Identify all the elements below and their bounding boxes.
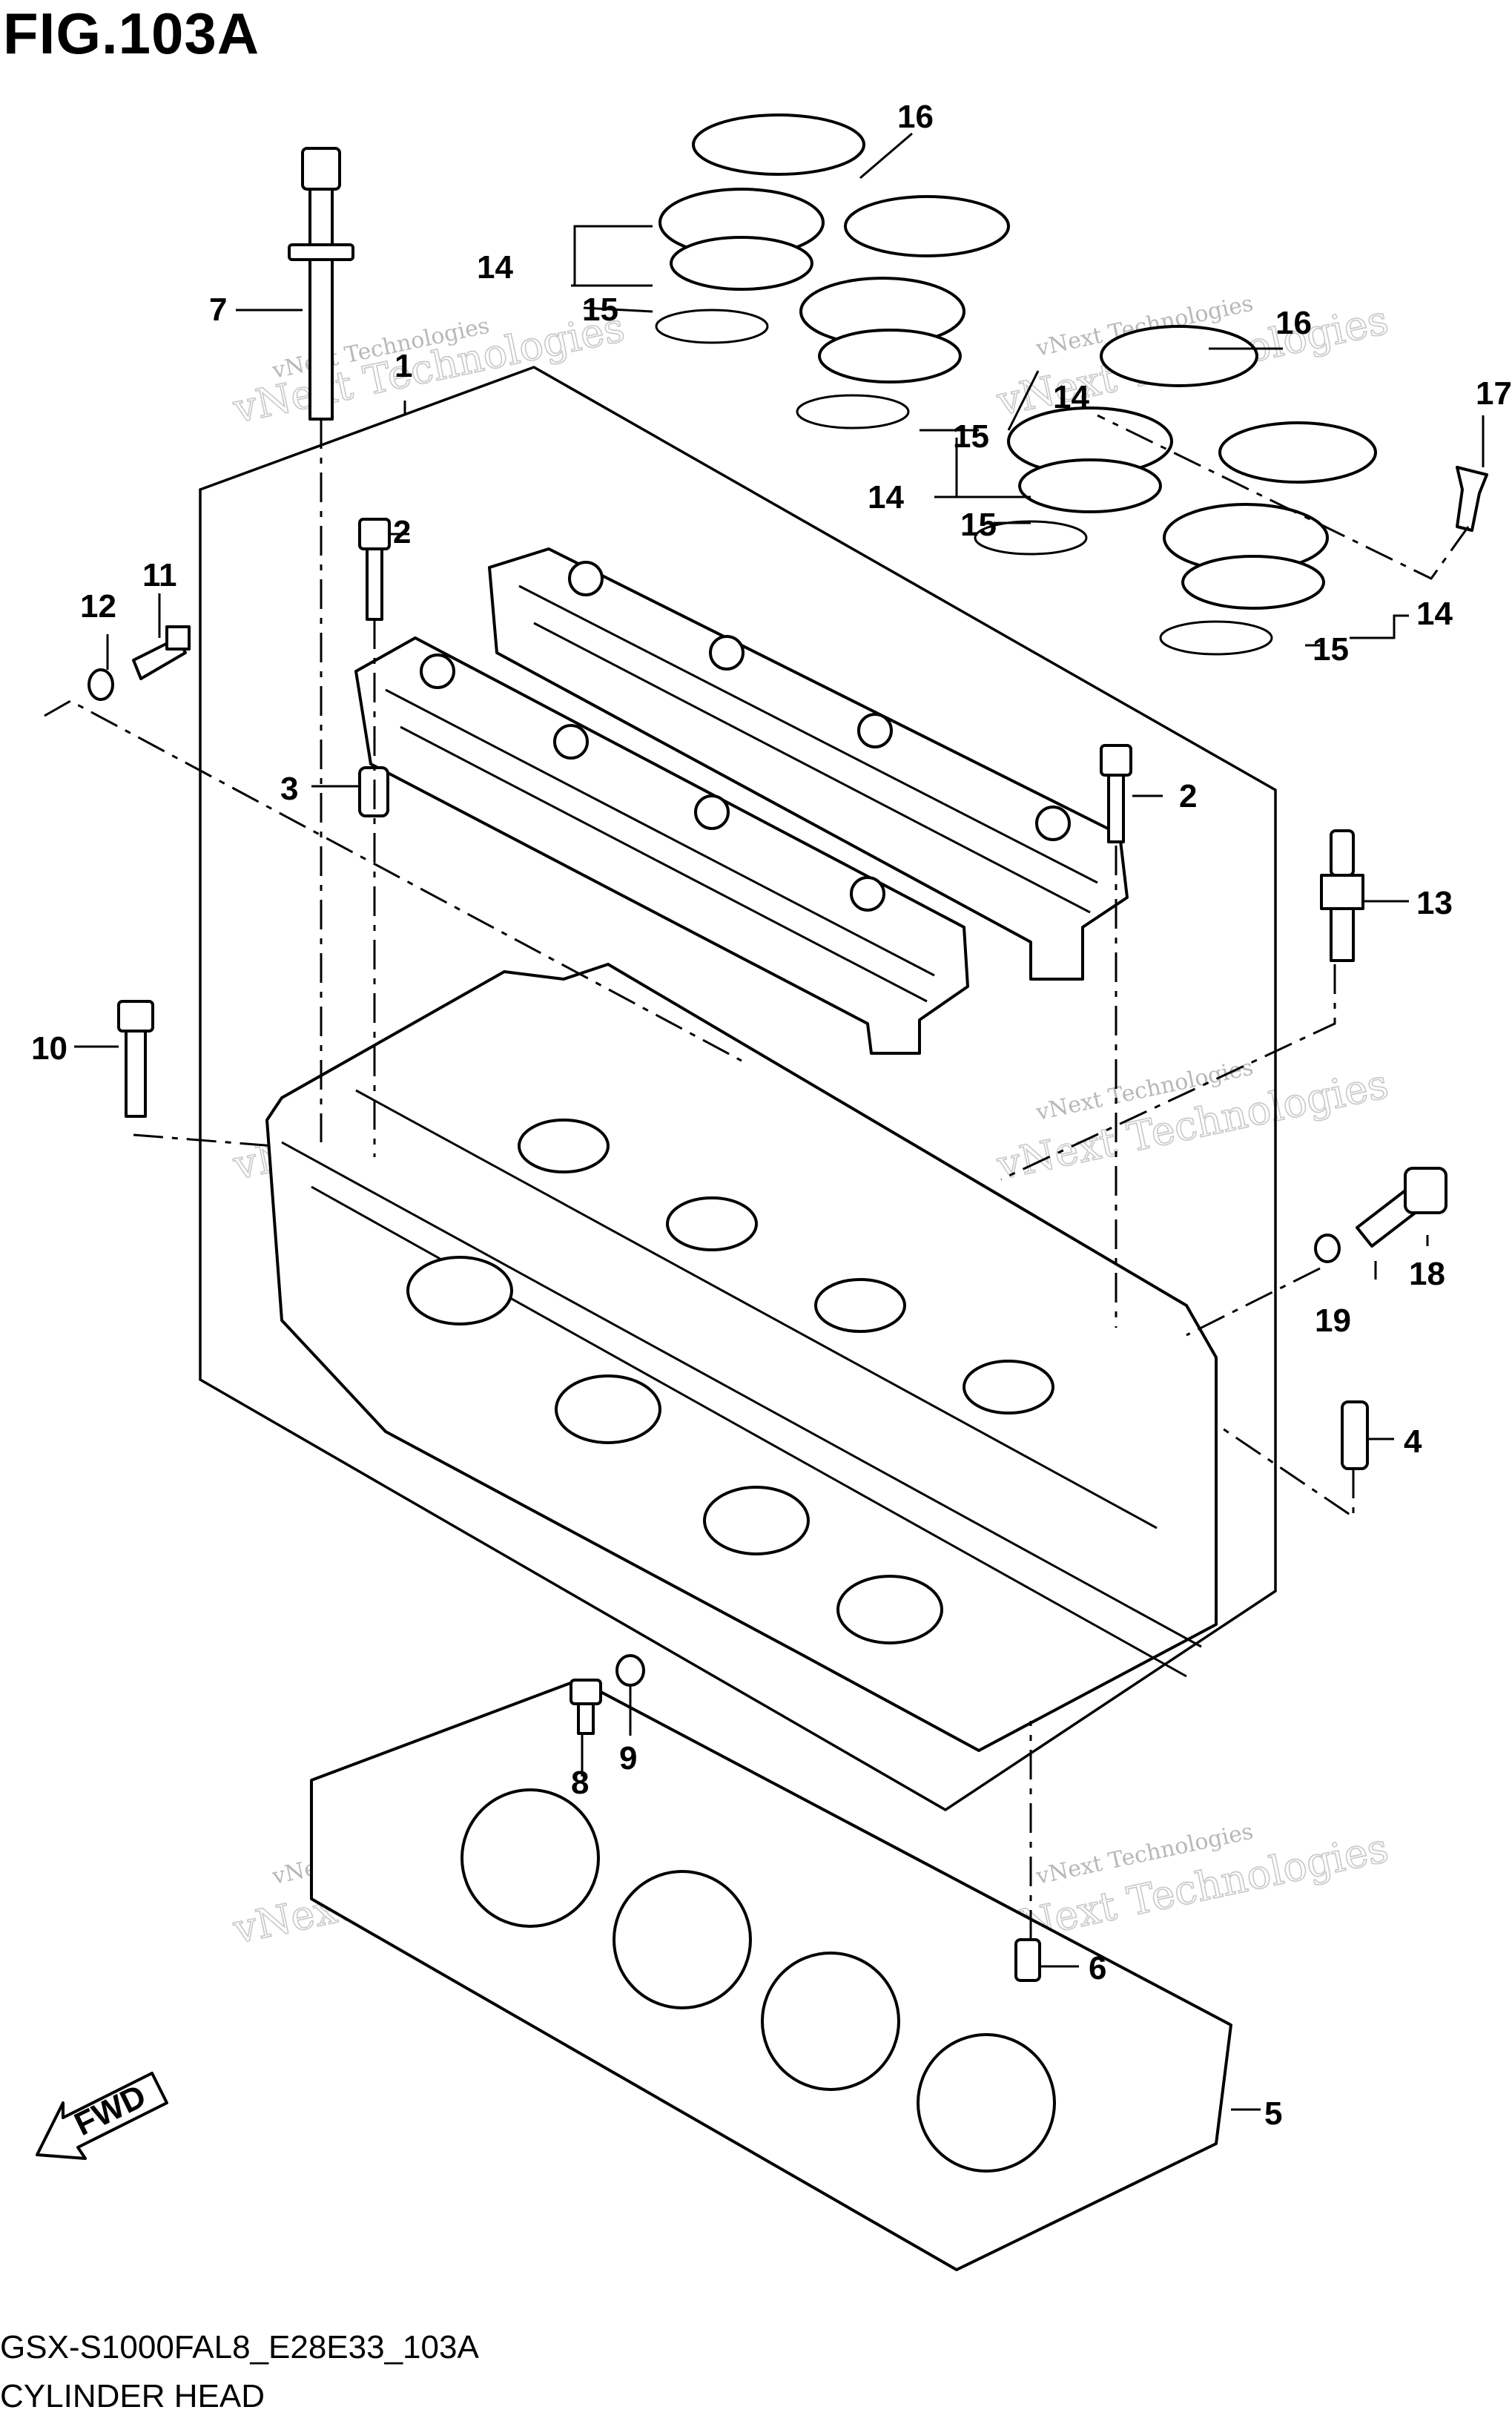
callout-4: 4 — [1404, 1423, 1422, 1460]
figure-title: FIG.103A — [3, 1, 260, 66]
diagram-name: CYLINDER HEAD — [0, 2378, 265, 2414]
callout-15b: 15 — [953, 418, 989, 455]
callout-1: 1 — [394, 348, 412, 384]
gasket-19 — [1314, 1234, 1341, 1263]
watermark-mid-right: vNext Technologies vNext Technologies — [992, 1055, 1393, 1190]
callout-15a: 15 — [582, 292, 618, 328]
callout-10: 10 — [31, 1030, 67, 1067]
callout-labels: 1 2 2 3 4 5 6 7 8 9 10 11 12 13 14 14 14… — [31, 99, 1512, 2132]
plug-11 — [132, 625, 191, 680]
callout-11: 11 — [142, 557, 177, 593]
intake-boot-1 — [655, 113, 865, 344]
camshaft-housing-front — [354, 636, 969, 1055]
fwd-arrow: FWD — [36, 2072, 168, 2160]
intake-boot-2 — [796, 195, 1010, 429]
dowel-pin-4 — [1341, 1400, 1369, 1470]
callout-6: 6 — [1089, 1950, 1106, 1986]
head-gasket — [310, 1679, 1232, 2271]
callout-14d: 14 — [1416, 596, 1453, 632]
intake-boot-4 — [1159, 421, 1377, 656]
callout-17: 17 — [1476, 375, 1512, 412]
callout-16b: 16 — [1275, 305, 1312, 341]
callout-3: 3 — [280, 771, 298, 807]
callout-14c: 14 — [868, 479, 904, 516]
callout-8: 8 — [571, 1765, 589, 1801]
watermark-top-left: vNext Technologies vNext Technologies — [228, 303, 629, 433]
stud-bolt-7 — [288, 147, 354, 421]
callout-18: 18 — [1409, 1256, 1445, 1292]
diagram-code: GSX-S1000FAL8_E28E33_103A — [0, 2329, 479, 2365]
sensor-18 — [1356, 1167, 1447, 1248]
screw-17 — [1456, 466, 1488, 532]
cylinder-head-body — [265, 963, 1218, 1752]
assembly-frame — [199, 366, 1277, 1812]
callout-5: 5 — [1264, 2095, 1282, 2132]
leader-lines — [44, 132, 1485, 2111]
callout-15d: 15 — [1313, 631, 1349, 668]
gasket-12 — [88, 668, 114, 701]
bolt-2-lower — [1100, 744, 1132, 843]
callout-7: 7 — [209, 292, 227, 328]
callout-13: 13 — [1416, 885, 1453, 921]
dowel-pin-6 — [1014, 1938, 1041, 1982]
svg-text:FWD: FWD — [69, 2078, 152, 2143]
camshaft-housing-rear — [488, 547, 1129, 981]
callout-2a: 2 — [393, 514, 411, 550]
bolt-8 — [570, 1679, 602, 1735]
callout-12: 12 — [80, 588, 116, 625]
callout-19: 19 — [1315, 1303, 1351, 1339]
callout-14b: 14 — [1053, 379, 1089, 415]
callout-15c: 15 — [960, 507, 997, 543]
intake-boot-3 — [974, 325, 1258, 556]
callout-14a: 14 — [477, 249, 513, 286]
bolt-2-upper — [358, 518, 391, 621]
washer-9 — [615, 1654, 645, 1687]
callout-9: 9 — [619, 1740, 637, 1776]
spark-plug-13 — [1320, 829, 1364, 962]
bolt-10 — [117, 1000, 154, 1118]
callout-2b: 2 — [1179, 778, 1197, 814]
callout-16a: 16 — [897, 99, 934, 135]
